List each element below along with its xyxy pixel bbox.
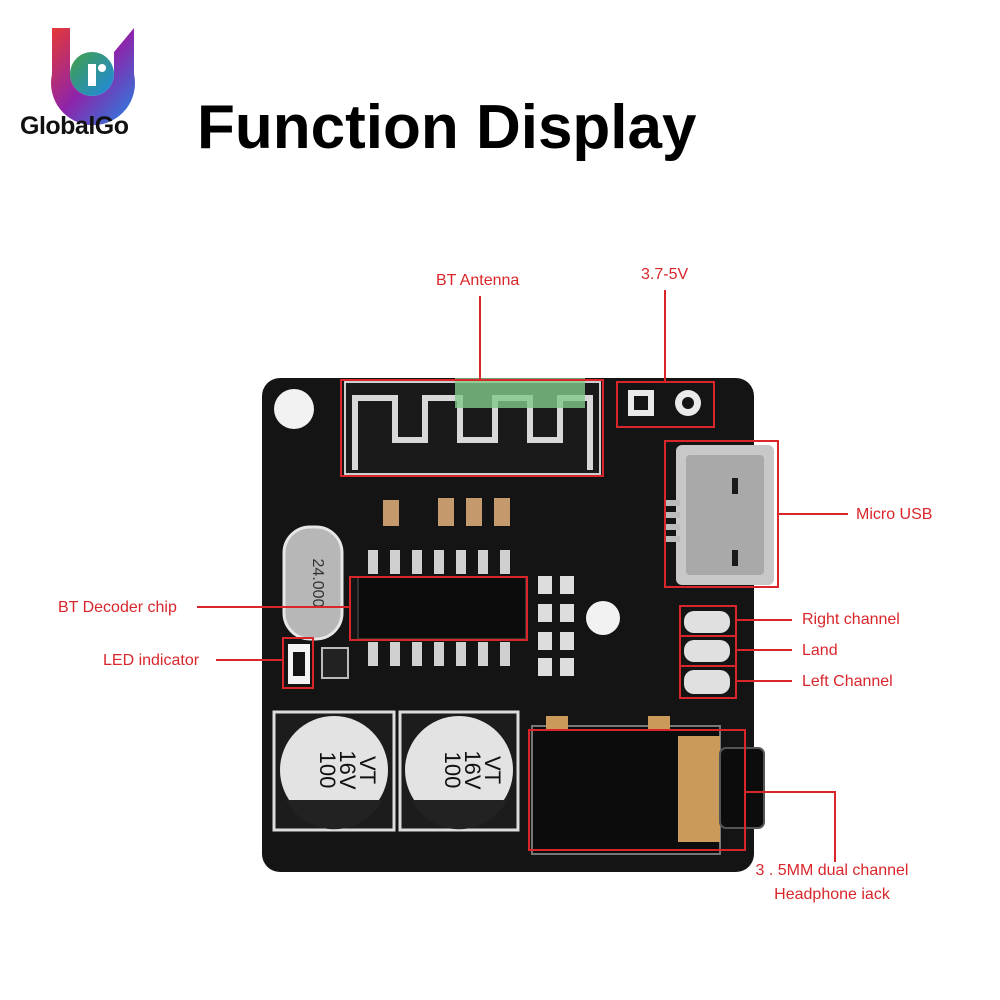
label-voltage: 3.7-5V — [641, 266, 689, 283]
label-land: Land — [802, 642, 838, 659]
label-headphone-jack-line1: 3 . 5MM dual channel — [755, 862, 909, 879]
antenna-trace — [352, 395, 593, 470]
cap-marking-5: 16V — [460, 750, 485, 789]
label-left-channel: Left Channel — [802, 673, 893, 690]
cap-marking-1: 100 — [315, 752, 340, 789]
brand-name: GlobalGo — [20, 112, 129, 140]
pad-left — [684, 670, 730, 694]
capacitor-c4 — [398, 710, 520, 832]
globalgo-logo — [51, 28, 136, 126]
cap-marking-2: 16V — [335, 750, 360, 789]
pad-right — [684, 611, 730, 633]
crystal-marking: 24.000 — [309, 559, 326, 608]
label-headphone-jack-line2: Headphone iack — [774, 886, 890, 903]
decoder-chip — [357, 576, 527, 640]
label-right-channel: Right channel — [802, 611, 900, 628]
mounting-hole — [274, 389, 314, 429]
cap-marking-3: VT — [355, 756, 380, 784]
decoder-chip-pins — [368, 550, 510, 666]
mounting-hole — [586, 601, 620, 635]
cap-marking-6: VT — [480, 756, 505, 784]
label-bt-decoder-chip: BT Decoder chip — [58, 599, 177, 616]
smd-components — [321, 498, 574, 679]
annotation-boxes — [282, 379, 779, 851]
capacitor-c3 — [272, 710, 396, 832]
page-title: Function Display — [197, 93, 697, 162]
label-bt-antenna: BT Antenna — [436, 272, 520, 289]
leader-lines — [197, 290, 848, 862]
cap-marking-4: 100 — [440, 752, 465, 789]
label-led-indicator: LED indicator — [103, 652, 200, 669]
pad-ground — [684, 640, 730, 662]
label-micro-usb: Micro USB — [856, 506, 933, 523]
